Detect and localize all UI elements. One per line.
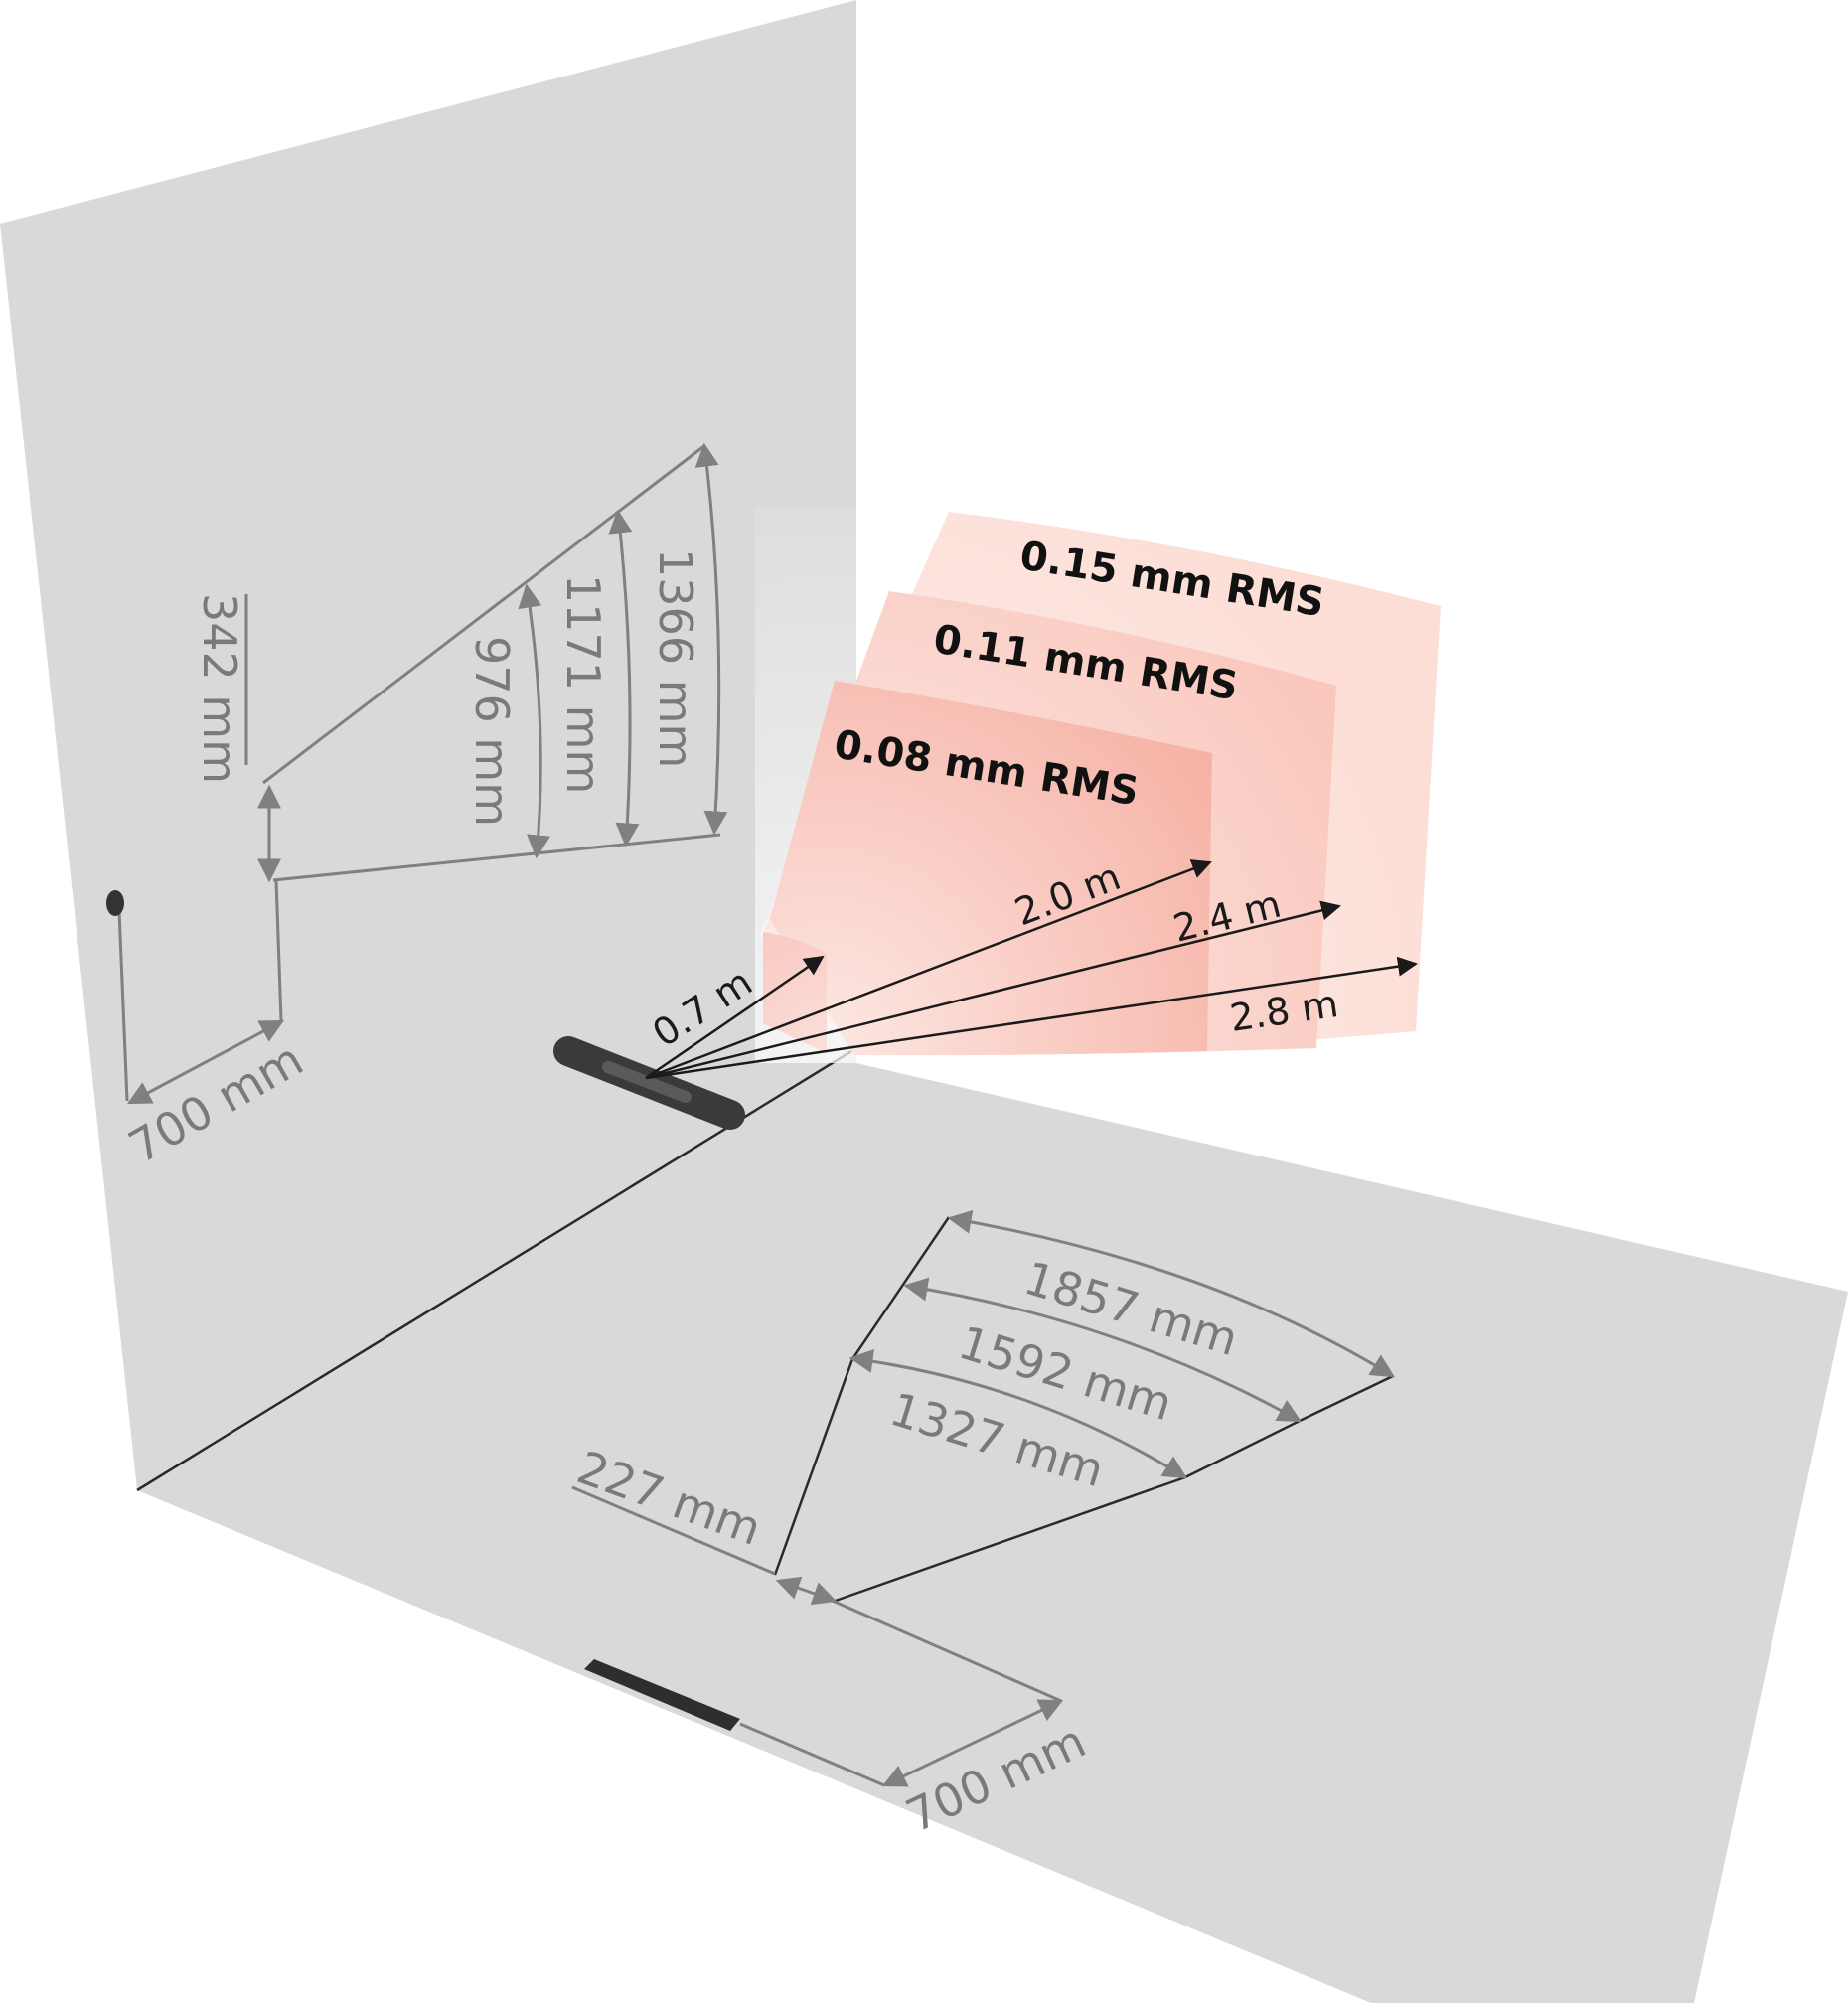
accuracy-zones [755, 507, 1451, 1063]
distance-arrows [645, 859, 1418, 1080]
wall-height-label-2: 1366 mm [649, 548, 702, 768]
wall-offset-label: 342 mm [193, 593, 246, 784]
wall-panel [0, 0, 856, 1490]
wall-height-label-1: 1171 mm [556, 574, 610, 794]
floor-dimensions [571, 1209, 1396, 1787]
floor-panel [137, 1063, 1848, 2003]
wall-reference-dot [106, 890, 124, 916]
wall-dimensions [117, 442, 728, 1105]
zone-glow [755, 507, 1451, 1063]
wall-height-label-0: 976 mm [465, 636, 519, 827]
wall-camera-device [553, 1036, 745, 1130]
floor-camera-device [584, 1659, 740, 1731]
